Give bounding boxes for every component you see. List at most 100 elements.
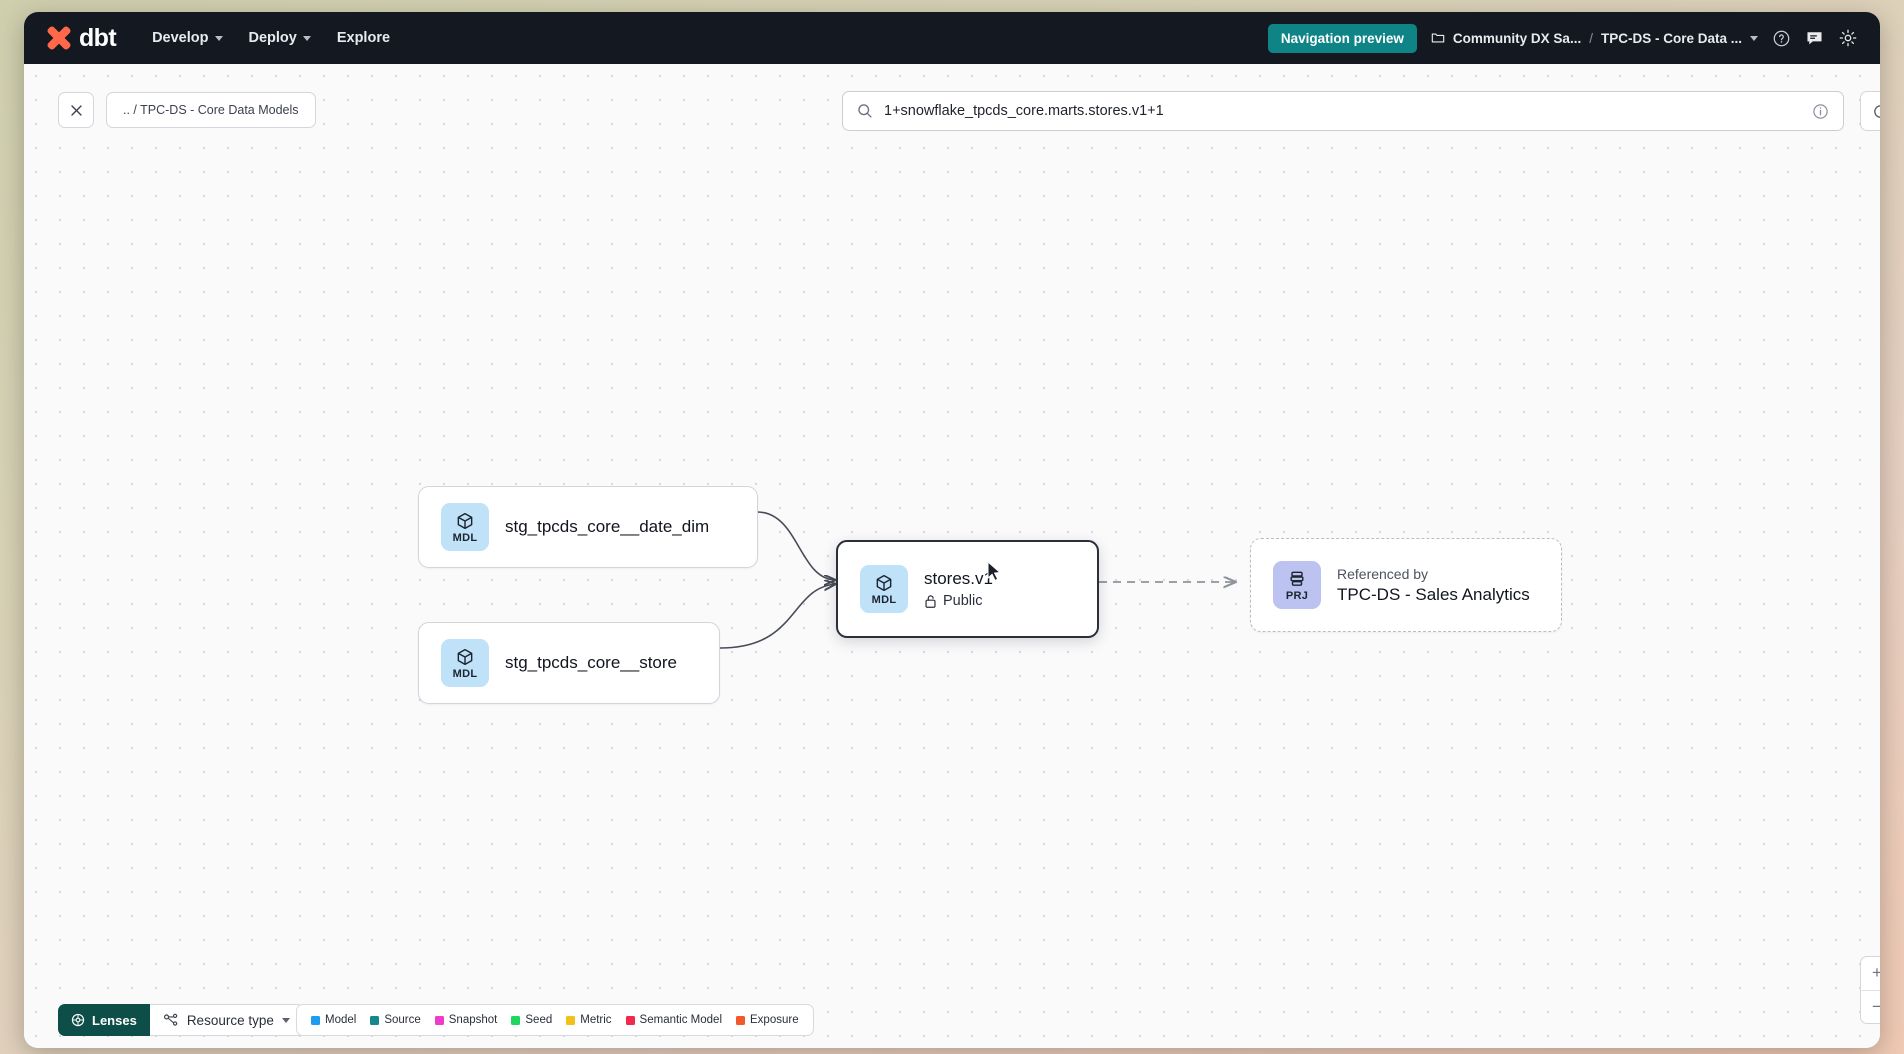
resource-type-legend: Model Source Snapshot Seed Metric Semant… [296, 1004, 814, 1036]
lineage-edges [719, 511, 1880, 649]
lineage-node-stores-v1[interactable]: MDL stores.v1 Public [836, 540, 1099, 638]
browser-window: dbt Develop Deploy Explore Navigation pr… [24, 12, 1880, 1048]
nav-item-develop-label: Develop [152, 30, 209, 46]
folder-icon [1431, 33, 1445, 43]
dbt-wordmark: dbt [79, 23, 117, 52]
top-navigation-bar: dbt Develop Deploy Explore Navigation pr… [24, 12, 1880, 64]
account-project-breadcrumb[interactable]: Community DX Sa... / TPC-DS - Core Data … [1431, 31, 1758, 46]
project-badge-label: PRJ [1285, 589, 1309, 602]
breadcrumb-label: .. / TPC-DS - Core Data Models [123, 103, 299, 117]
nav-item-deploy-label: Deploy [248, 30, 297, 46]
legend-label: Model [325, 1014, 357, 1026]
nav-item-deploy[interactable]: Deploy [249, 30, 311, 46]
primary-nav: Develop Deploy Explore [152, 30, 390, 46]
legend-swatch [370, 1015, 380, 1025]
model-badge: MDL [441, 503, 489, 551]
legend-swatch [566, 1015, 576, 1025]
lineage-node-stg-store[interactable]: MDL stg_tpcds_core__store [418, 622, 720, 704]
search-input[interactable] [884, 103, 1801, 119]
lenses-label: Lenses [92, 1012, 137, 1028]
legend-label: Snapshot [448, 1014, 498, 1026]
chevron-down-icon [302, 35, 311, 41]
help-circle-icon[interactable] [1772, 29, 1791, 48]
account-name: Community DX Sa... [1452, 30, 1582, 46]
node-access-row: Public [924, 593, 993, 609]
feedback-icon[interactable] [1805, 29, 1824, 48]
chevron-down-icon [1750, 35, 1758, 41]
lineage-canvas[interactable]: MDL stg_tpcds_core__date_dim MDL stg_tpc… [24, 64, 1880, 1048]
legend-swatch [434, 1015, 444, 1025]
cube-icon [876, 574, 892, 591]
nav-item-explore-label: Explore [336, 30, 391, 46]
legend-swatch [511, 1015, 521, 1025]
legend-label: Semantic Model [639, 1014, 723, 1026]
refresh-button[interactable] [1860, 91, 1880, 131]
search-icon [858, 104, 872, 118]
nav-item-develop[interactable]: Develop [152, 30, 223, 46]
zoom-controls: + − [1860, 956, 1880, 1024]
legend-label: Exposure [750, 1014, 799, 1026]
close-icon [70, 104, 82, 116]
model-badge: MDL [860, 565, 908, 613]
model-badge-label: MDL [452, 531, 478, 544]
nav-item-explore[interactable]: Explore [337, 30, 390, 46]
chevron-down-icon [281, 1017, 290, 1023]
nav-right-cluster: Navigation preview Community DX Sa... / … [1267, 23, 1858, 53]
dbt-x-icon [46, 25, 72, 51]
nodes-icon [163, 1013, 178, 1026]
resource-type-dropdown[interactable]: Resource type [149, 1004, 304, 1036]
chevron-down-icon [214, 35, 223, 41]
node-text: Referenced by TPC-DS - Sales Analytics [1337, 566, 1530, 605]
cube-icon [457, 648, 473, 665]
zoom-in-button[interactable]: + [1872, 963, 1880, 983]
node-access-label: Public [943, 593, 983, 609]
node-text: stores.v1 Public [924, 569, 993, 609]
legend-item-seed: Seed [511, 1014, 552, 1026]
close-lineage-button[interactable] [58, 92, 94, 128]
node-title: stg_tpcds_core__date_dim [505, 517, 710, 536]
breadcrumb-chip[interactable]: .. / TPC-DS - Core Data Models [106, 92, 316, 128]
project-name: TPC-DS - Core Data ... [1600, 30, 1742, 46]
node-title: TPC-DS - Sales Analytics [1337, 584, 1530, 604]
navigation-preview-badge[interactable]: Navigation preview [1267, 23, 1417, 53]
legend-item-semantic-model: Semantic Model [625, 1014, 723, 1026]
node-text: stg_tpcds_core__date_dim [505, 517, 709, 537]
info-icon[interactable] [1812, 103, 1829, 120]
refresh-icon [1873, 104, 1880, 118]
edge-date-dim-to-stores [756, 511, 836, 580]
model-badge: MDL [441, 639, 489, 687]
legend-swatch [736, 1015, 746, 1025]
legend-swatch [311, 1015, 320, 1025]
resource-type-label: Resource type [186, 1012, 274, 1028]
breadcrumb-separator: / [1589, 30, 1593, 46]
lens-icon [71, 1013, 85, 1027]
legend-item-metric: Metric [566, 1014, 612, 1026]
lineage-node-stg-date-dim[interactable]: MDL stg_tpcds_core__date_dim [418, 486, 758, 568]
node-text: stg_tpcds_core__store [505, 653, 677, 673]
edge-store-to-stores [719, 584, 836, 649]
node-eyebrow: Referenced by [1337, 565, 1429, 582]
legend-item-model: Model [311, 1014, 356, 1026]
legend-label: Source [384, 1014, 421, 1026]
project-badge: PRJ [1273, 561, 1321, 609]
lenses-control-group: Lenses Resource type [58, 1004, 304, 1036]
legend-label: Seed [525, 1014, 553, 1026]
legend-swatch [625, 1015, 635, 1025]
cube-icon [457, 512, 473, 529]
lenses-button[interactable]: Lenses [58, 1004, 150, 1036]
dbt-logo[interactable]: dbt [46, 23, 117, 53]
zoom-out-button[interactable]: − [1861, 989, 1880, 1024]
legend-label: Metric [580, 1014, 612, 1026]
lineage-search-bar[interactable] [842, 91, 1844, 131]
unlock-icon [925, 594, 936, 608]
legend-item-snapshot: Snapshot [434, 1014, 498, 1026]
gear-icon[interactable] [1838, 28, 1858, 48]
legend-item-source: Source [370, 1014, 421, 1026]
stacked-layers-icon [1290, 571, 1304, 586]
lineage-node-referenced-by-project[interactable]: PRJ Referenced by TPC-DS - Sales Analyti… [1250, 538, 1562, 632]
node-title: stg_tpcds_core__store [505, 653, 677, 672]
model-badge-label: MDL [452, 667, 478, 680]
node-title: stores.v1 [924, 569, 993, 588]
legend-item-exposure: Exposure [736, 1014, 799, 1026]
